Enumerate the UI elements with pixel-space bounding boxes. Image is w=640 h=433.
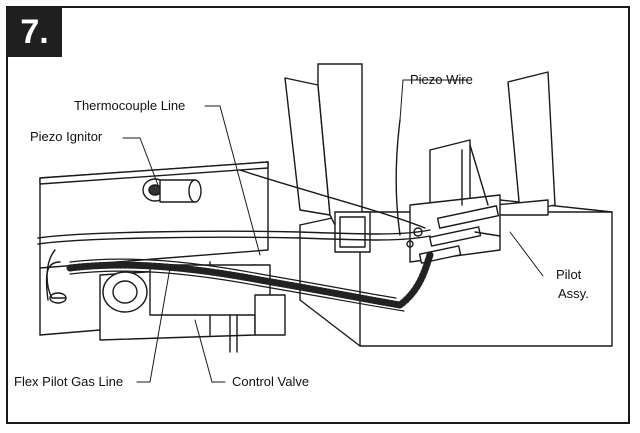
piezo-wire-path bbox=[239, 169, 426, 229]
pilot-assembly bbox=[406, 139, 501, 264]
piezo-wire-drop bbox=[395, 119, 401, 236]
elbow-tube bbox=[46, 249, 66, 299]
label-piezo-wire: Piezo Wire bbox=[410, 72, 473, 87]
label-flex-pilot-gas-line: Flex Pilot Gas Line bbox=[14, 374, 123, 389]
label-thermocouple-line: Thermocouple Line bbox=[74, 98, 185, 113]
label-control-valve: Control Valve bbox=[232, 374, 309, 389]
step-number-badge: 7. bbox=[7, 7, 62, 57]
piezo-ignitor-knob bbox=[142, 178, 202, 203]
flex-pilot-gas-line bbox=[66, 251, 434, 309]
right-grate-arm bbox=[494, 71, 556, 216]
label-pilot-assy-line1: Pilot bbox=[556, 267, 582, 282]
left-grate-arm bbox=[284, 63, 371, 253]
label-pilot-assy-line2: Assy. bbox=[558, 286, 589, 301]
label-piezo-ignitor: Piezo Ignitor bbox=[30, 129, 103, 144]
leader-lines bbox=[122, 79, 544, 383]
